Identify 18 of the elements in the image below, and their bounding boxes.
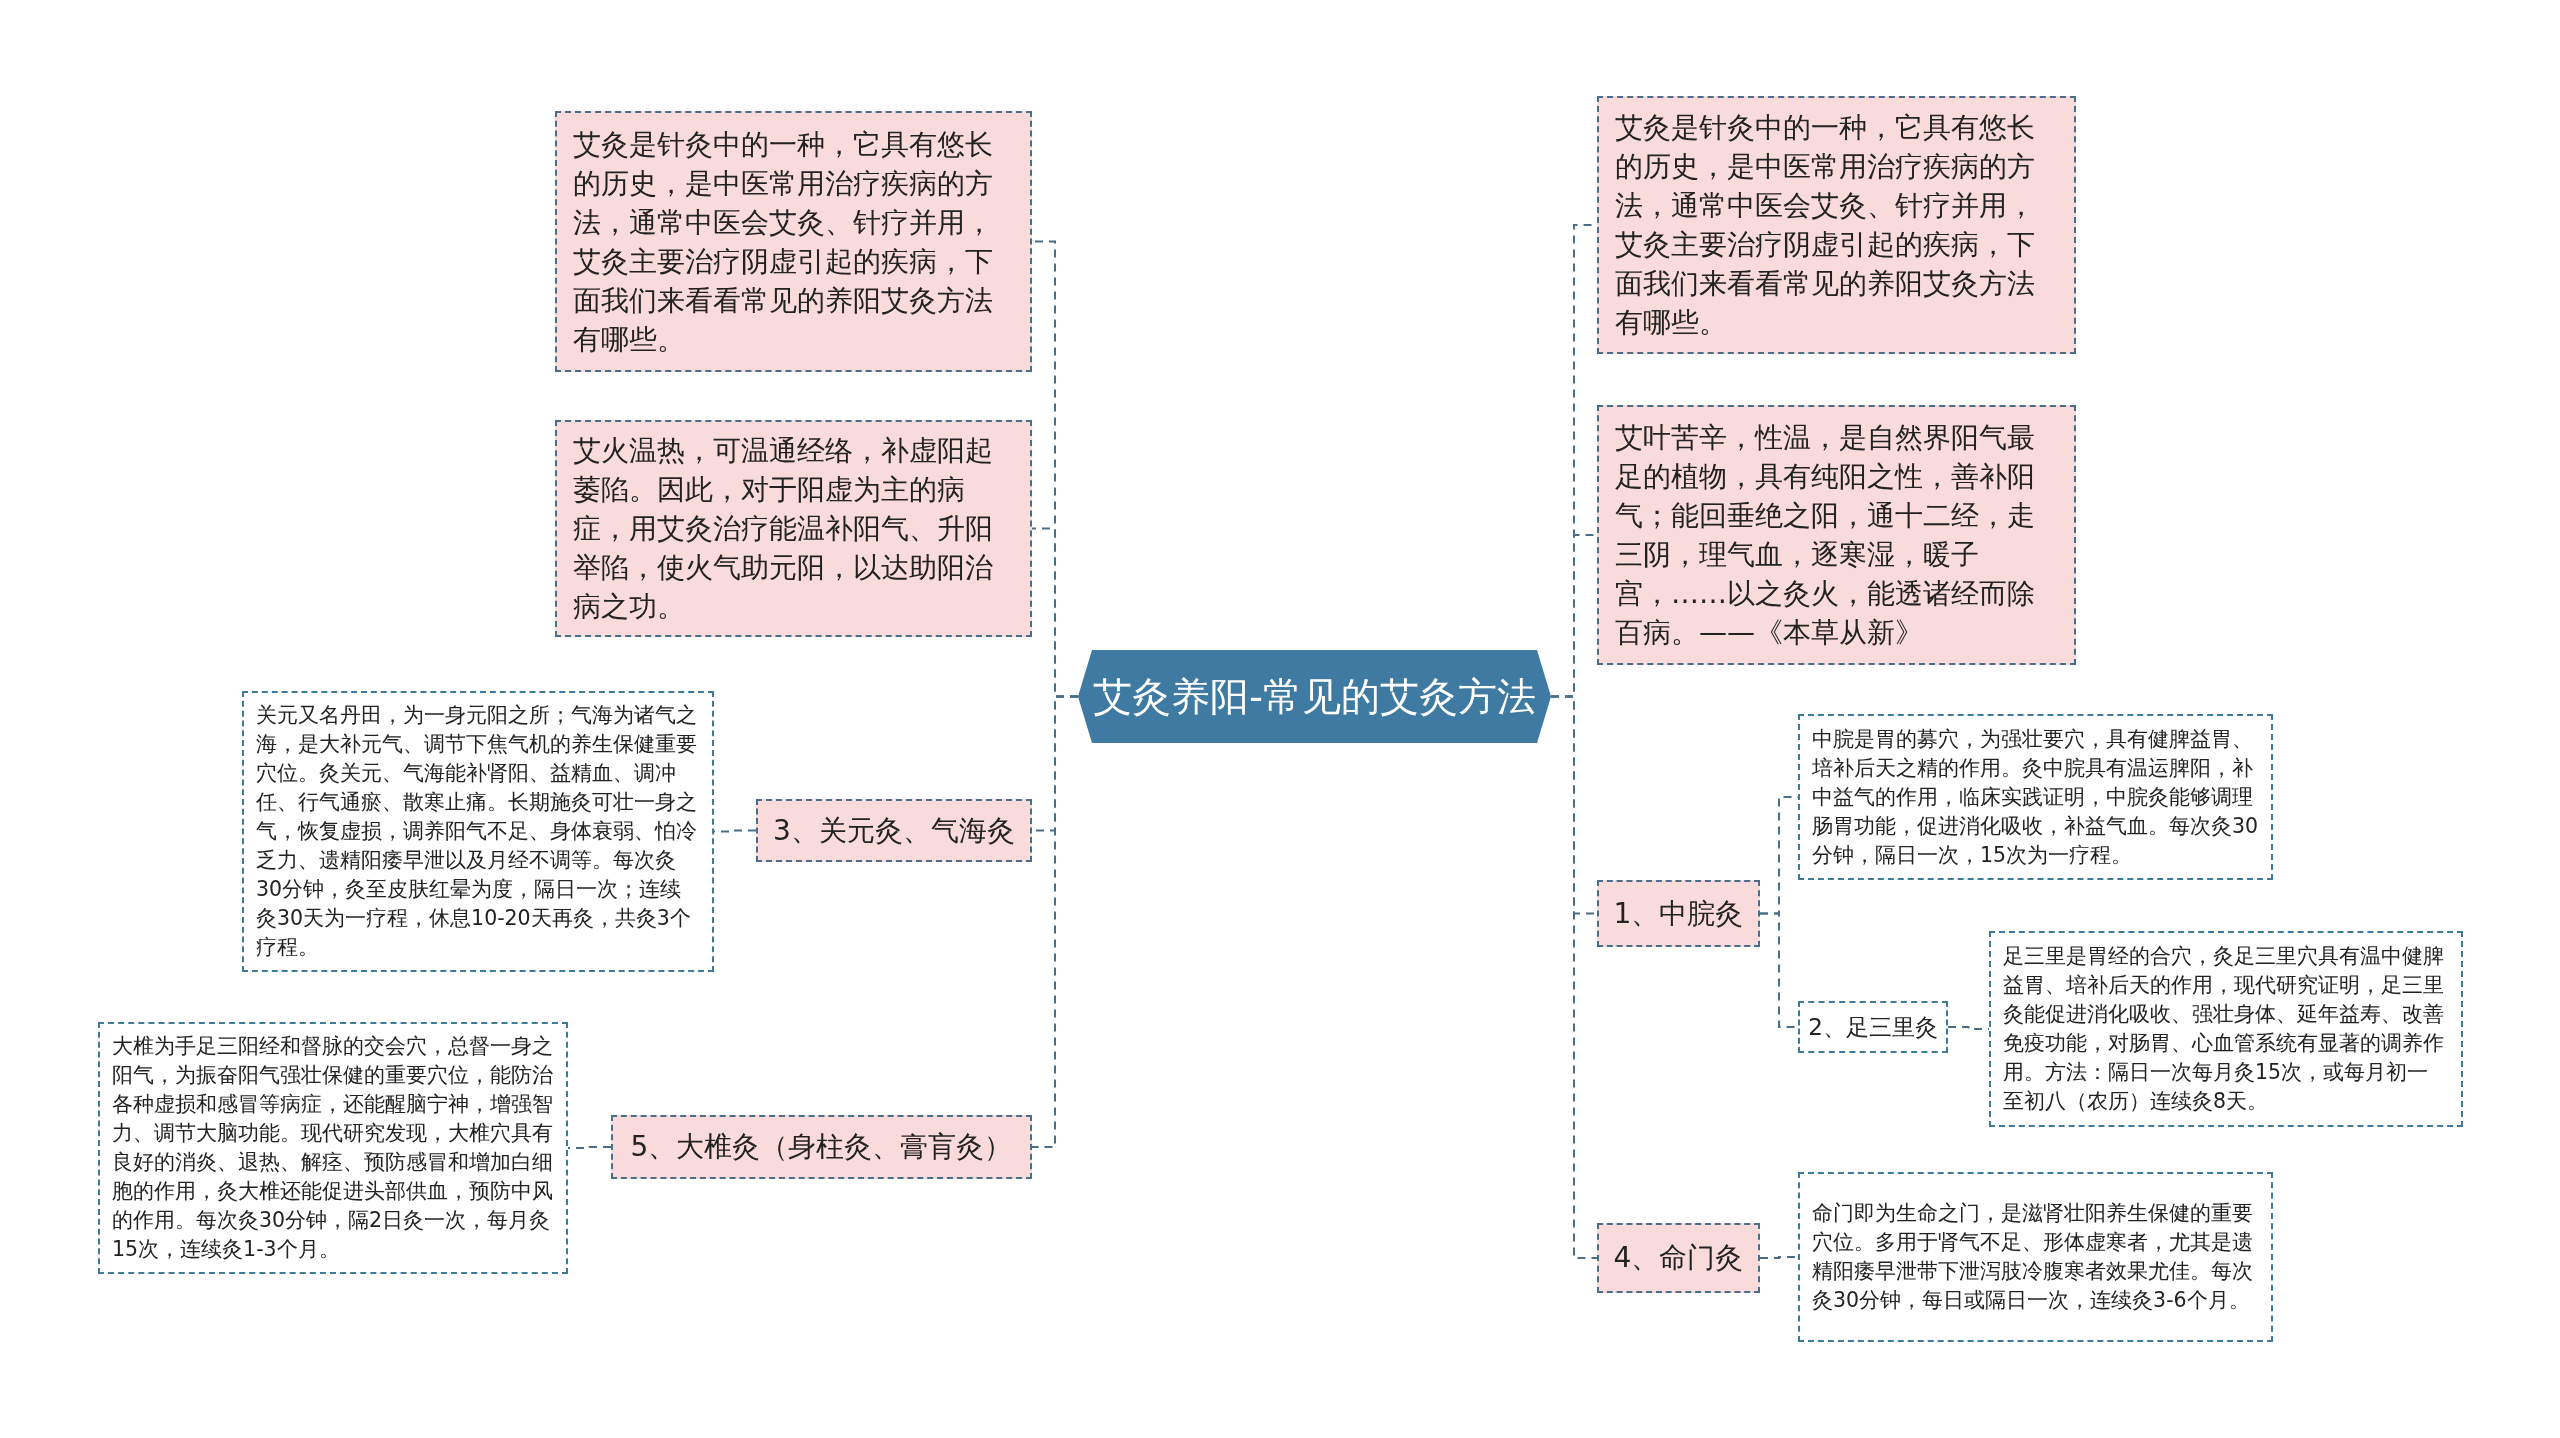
topic-box: 2、足三里灸: [1798, 1001, 1948, 1053]
connector-line: [1550, 695, 1598, 1259]
central-topic: 艾灸养阳-常见的艾灸方法: [1078, 650, 1551, 743]
note-box: 艾灸是针灸中的一种，它具有悠长的历史，是中医常用治疗疾病的方法，通常中医会艾灸、针疗并用，艾灸主要治疗阴虚引起的疾病，下面我们来看看常见的养阳艾灸方法有哪些。: [1597, 96, 2076, 354]
text-box: 足三里是胃经的合穴，灸足三里穴具有温中健脾益胃、培补后天的作用，现代研究证明，足三里灸能促进消化吸收、强壮身体、延年益寿、改善免疫功能，对肠胃、心血管系统有显著的调养作用。方法：隔日一次每月灸15次，或每月初一至初八（农历）连续灸8天。: [1989, 931, 2463, 1127]
connector-line: [567, 1146, 612, 1149]
topic-box: 3、关元灸、气海灸: [756, 799, 1032, 862]
text-box: 关元又名丹田，为一身元阳之所；气海为诸气之海，是大补元气、调节下焦气机的养生保健重要穴位。灸关元、气海能补肾阳、益精血、调冲任、行气通瘀、散寒止痛。长期施灸可壮一身之气，恢复虚损，调养阳气不足、身体衰弱、怕冷乏力、遗精阳痿早泄以及月经不调等。每次灸30分钟，灸至皮肤红晕为度，隔日一次；连续灸30天为一疗程，休息10-20天再灸，共灸3个疗程。: [242, 691, 714, 972]
topic-box: 1、中脘灸: [1597, 880, 1760, 947]
topic-box: 4、命门灸: [1597, 1223, 1760, 1293]
note-box: 艾灸是针灸中的一种，它具有悠长的历史，是中医常用治疗疾病的方法，通常中医会艾灸、针疗并用，艾灸主要治疗阴虚引起的疾病，下面我们来看看常见的养阳艾灸方法有哪些。: [555, 111, 1032, 372]
topic-box: 5、大椎灸（身柱灸、膏肓灸）: [611, 1115, 1032, 1179]
text-box: 大椎为手足三阳经和督脉的交会穴，总督一身之阳气，为振奋阳气强壮保健的重要穴位，能防治各种虚损和感冒等病症，还能醒脑宁神，增强智力、调节大脑功能。现代研究发现，大椎穴具有良好的消炎、退热、解痉、预防感冒和增加白细胞的作用，灸大椎还能促进头部供血，预防中风的作用。每次灸30分钟，隔2日灸一次，每月灸15次，连续灸1-3个月。: [98, 1022, 568, 1274]
note-box: 艾叶苦辛，性温，是自然界阳气最足的植物，具有纯阳之性，善补阳气；能回垂绝之阳，通十二经，走三阴，理气血，逐寒湿，暖子宫，……以之灸火，能透诸经而除百病。——《本草从新》: [1597, 405, 2076, 665]
text-box: 中脘是胃的募穴，为强壮要穴，具有健脾益胃、培补后天之精的作用。灸中脘具有温运脾阳，补中益气的作用，临床实践证明，中脘灸能够调理肠胃功能，促进消化吸收，补益气血。每次灸30分钟，隔日一次，15次为一疗程。: [1798, 714, 2273, 880]
text-box: 命门即为生命之门，是滋肾壮阳养生保健的重要穴位。多用于肾气不足、形体虚寒者，尤其是遗精阳痿早泄带下泄泻肢冷腹寒者效果尤佳。每次灸30分钟，每日或隔日一次，连续灸3-6个月。: [1798, 1172, 2273, 1342]
connector-line: [1031, 695, 1079, 1148]
note-box: 艾火温热，可温通经络，补虚阳起萎陷。因此，对于阳虚为主的病症，用艾灸治疗能温补阳气、升阳举陷，使火气助元阳，以达助阳治病之功。: [555, 420, 1032, 637]
